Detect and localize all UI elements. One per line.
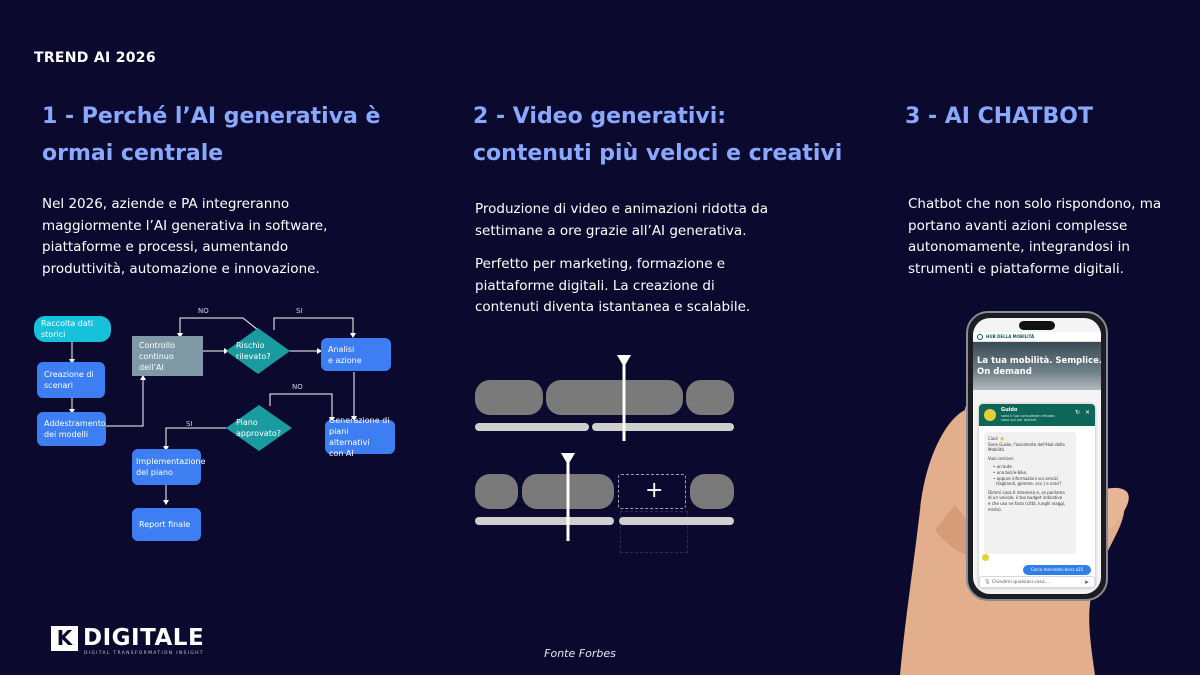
heading-2: 2 - Video generativi: contenuti più velo… <box>473 98 853 172</box>
video-timeline-illustration: + <box>470 350 745 560</box>
paragraph-1-line: maggiormente l’AI generativa in software… <box>42 217 328 234</box>
bot-message-line: misto). <box>988 506 1002 512</box>
option-item: oppure informazioni sui servizi <box>996 475 1058 481</box>
track-bar <box>475 423 589 431</box>
paragraph-3-line: portano avanti azioni complesse <box>908 217 1128 234</box>
option-item: una bici/e-bike, <box>996 469 1028 475</box>
paragraph-3: Chatbot che non solo rispondono, ma port… <box>908 194 1168 280</box>
bot-message-line: Dimmi cosa ti interessa e, se parliamo <box>988 489 1065 495</box>
paragraph-3-line: Chatbot che non solo rispondono, ma <box>908 196 1162 212</box>
phone-mockup: HUB DELLA MOBILITÀ La tua mobilità. Semp… <box>966 311 1108 601</box>
bot-message-line: di un veicolo, il tuo budget indicativo <box>988 495 1063 501</box>
heading-1: 1 - Perché l’AI generativa è ormai centr… <box>42 98 402 172</box>
flowchart-connectors <box>69 317 357 505</box>
heading-1-line1: 1 - Perché l’AI generativa è <box>42 104 381 129</box>
refresh-icon[interactable]: ↻ <box>1075 409 1081 416</box>
close-icon[interactable]: ✕ <box>1085 409 1091 416</box>
send-icon[interactable]: ➤ <box>1084 579 1090 586</box>
mic-icon[interactable]: 🎙 <box>984 579 991 585</box>
ghost-slot <box>620 511 688 553</box>
phone-screen: HUB DELLA MOBILITÀ La tua mobilità. Semp… <box>973 318 1101 594</box>
option-item: un'auto <box>996 464 1012 470</box>
bot-message: Ciao! 👋 Sono Guido, l'assistente dell'Hu… <box>984 432 1076 554</box>
paragraph-1-line: produttività, automazione e innovazione. <box>42 260 320 277</box>
bot-message-line: Sono Guido, l'assistente dell'Hub della <box>988 441 1065 447</box>
chat-widget: Guido sono il tuo consulente virtuale, s… <box>979 404 1095 588</box>
edge-label-no: NO <box>198 307 209 315</box>
user-message: Cerco mercedes-benz a35 <box>1023 565 1091 575</box>
source-credit: Fonte Forbes <box>544 647 616 660</box>
paragraph-3-line: strumenti e piattaforme digitali. <box>908 260 1124 277</box>
heading-3: 3 - AI CHATBOT <box>905 104 1093 129</box>
track-bar <box>592 423 734 431</box>
node-report-finale: Report finale <box>132 508 201 541</box>
brand-tagline: DIGITAL TRANSFORMATION INSIGHT <box>84 651 204 656</box>
clip-block <box>690 474 734 509</box>
paragraph-1: Nel 2026, aziende e PA integreranno magg… <box>42 194 382 280</box>
decision-piano <box>226 405 292 451</box>
track-bar <box>475 517 614 525</box>
clip-block <box>475 380 543 415</box>
hero-banner: La tua mobilità. Semplice. On demand <box>973 342 1101 390</box>
edge-label-si: SI <box>186 420 193 428</box>
add-clip-slot[interactable]: + <box>618 474 686 509</box>
edge-label-si: SI <box>296 307 303 315</box>
brand-name: DIGITALE <box>83 625 205 651</box>
bot-message-line: Vuoi cercare: <box>988 455 1015 461</box>
site-header: HUB DELLA MOBILITÀ <box>973 332 1101 342</box>
option-item: (tagliandi, gomme, ecc.) e orari? <box>996 481 1062 487</box>
chat-input-placeholder: Chiedimi qualsiasi cosa... <box>992 580 1049 585</box>
bot-avatar-small <box>982 554 989 561</box>
paragraph-1-line: Nel 2026, aziende e PA integreranno <box>42 196 290 212</box>
heading-2-line1: 2 - Video generativi: <box>473 104 727 129</box>
edge-label-no: NO <box>292 383 303 391</box>
site-name: HUB DELLA MOBILITÀ <box>986 334 1035 339</box>
bot-message-line: e che uso ne farai (città, lunghi viaggi… <box>988 500 1066 506</box>
hero-subtitle: On demand <box>977 367 1032 377</box>
paragraph-1-line: piattaforme e processi, aumentando <box>42 239 289 255</box>
heading-1-line2: ormai centrale <box>42 141 224 166</box>
plus-icon: + <box>645 478 664 503</box>
site-logo-icon <box>977 334 983 340</box>
clip-block <box>546 380 683 415</box>
bot-name: Guido <box>1001 407 1018 413</box>
phone-notch <box>1019 321 1055 330</box>
clip-block <box>475 474 518 509</box>
kicker-title: TREND AI 2026 <box>34 50 156 66</box>
chat-input[interactable]: 🎙 Chiedimi qualsiasi cosa... ➤ <box>979 576 1095 588</box>
bot-message-line: Ciao! 👋 <box>988 436 1005 441</box>
clip-block <box>686 380 734 415</box>
bot-message-line: Mobilità. <box>988 447 1006 453</box>
paragraph-2: Produzione di video e animazioni ridotta… <box>475 199 815 242</box>
paragraph-2b-line: contenuti diventa istantanea e scalabile… <box>475 299 751 315</box>
paragraph-2b: Perfetto per marketing, formazione e pia… <box>475 254 815 319</box>
playhead-top <box>617 355 631 441</box>
chat-header: Guido sono il tuo consulente virtuale, s… <box>979 404 1095 426</box>
paragraph-2b-line: piattaforme digitali. La creazione di <box>475 277 715 294</box>
paragraph-2-line: settimane a ore grazie all’AI generativa… <box>475 222 747 239</box>
playhead-bottom <box>561 453 575 541</box>
paragraph-2b-line: Perfetto per marketing, formazione e <box>475 256 726 272</box>
bot-subtitle: sono qui per aiutarti <box>1001 418 1037 422</box>
heading-2-line2: contenuti più veloci e creativi <box>473 141 843 166</box>
bot-avatar <box>984 409 996 421</box>
hero-title: La tua mobilità. Semplice. <box>977 356 1101 366</box>
paragraph-2-line: Produzione di video e animazioni ridotta… <box>475 201 768 217</box>
bot-subtitle: sono il tuo consulente virtuale, <box>1001 414 1056 418</box>
paragraph-3-line: autonomamente, integrandosi in <box>908 239 1130 255</box>
brand-logo-mark: K <box>51 626 78 651</box>
decision-rischio <box>226 328 290 374</box>
track-bar <box>619 517 734 525</box>
